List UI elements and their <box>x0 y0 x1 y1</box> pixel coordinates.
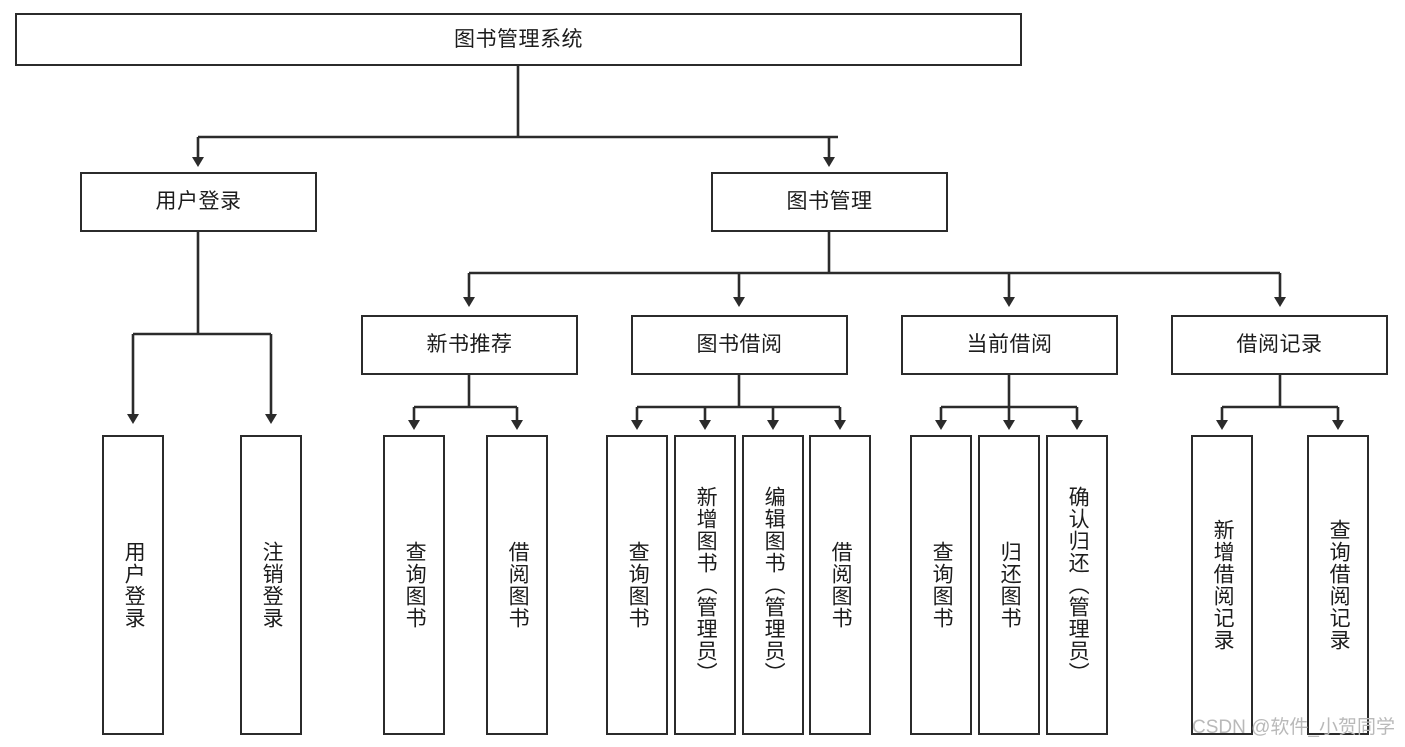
leaf-label: 编辑图书（管理员） <box>762 486 786 684</box>
node-book-management[interactable]: 图书管理 <box>711 172 948 232</box>
leaf-logout[interactable]: 注销登录 <box>240 435 302 735</box>
leaf-label: 借阅图书 <box>506 541 530 629</box>
node-user-login[interactable]: 用户登录 <box>80 172 317 232</box>
csdn-watermark: CSDN @软件_小贺同学 <box>1192 717 1395 738</box>
leaf-label: 查询图书 <box>930 541 954 629</box>
leaf-label: 新增借阅记录 <box>1211 519 1235 651</box>
leaf-label: 查询图书 <box>403 541 427 629</box>
node-current-borrow[interactable]: 当前借阅 <box>901 315 1118 375</box>
leaf-borrow-book-recommend[interactable]: 借阅图书 <box>486 435 548 735</box>
leaf-label: 借阅图书 <box>829 541 853 629</box>
leaf-query-book-borrow[interactable]: 查询图书 <box>606 435 668 735</box>
leaf-label: 用户登录 <box>122 541 146 629</box>
node-root-system[interactable]: 图书管理系统 <box>15 13 1022 66</box>
leaf-label: 新增图书（管理员） <box>694 486 718 684</box>
node-borrow-record[interactable]: 借阅记录 <box>1171 315 1388 375</box>
node-book-borrow[interactable]: 图书借阅 <box>631 315 848 375</box>
node-new-book-recommend[interactable]: 新书推荐 <box>361 315 578 375</box>
leaf-user-login[interactable]: 用户登录 <box>102 435 164 735</box>
leaf-add-borrow-record[interactable]: 新增借阅记录 <box>1191 435 1253 735</box>
leaf-label: 注销登录 <box>260 541 284 629</box>
leaf-label: 归还图书 <box>998 541 1022 629</box>
leaf-add-book-admin[interactable]: 新增图书（管理员） <box>674 435 736 735</box>
leaf-return-book[interactable]: 归还图书 <box>978 435 1040 735</box>
leaf-borrow-book[interactable]: 借阅图书 <box>809 435 871 735</box>
leaf-label: 确认归还（管理员） <box>1066 486 1090 684</box>
leaf-query-book-recommend[interactable]: 查询图书 <box>383 435 445 735</box>
leaf-query-borrow-record[interactable]: 查询借阅记录 <box>1307 435 1369 735</box>
leaf-edit-book-admin[interactable]: 编辑图书（管理员） <box>742 435 804 735</box>
leaf-confirm-return-admin[interactable]: 确认归还（管理员） <box>1046 435 1108 735</box>
leaf-label: 查询借阅记录 <box>1327 519 1351 651</box>
leaf-label: 查询图书 <box>626 541 650 629</box>
leaf-query-book-current[interactable]: 查询图书 <box>910 435 972 735</box>
